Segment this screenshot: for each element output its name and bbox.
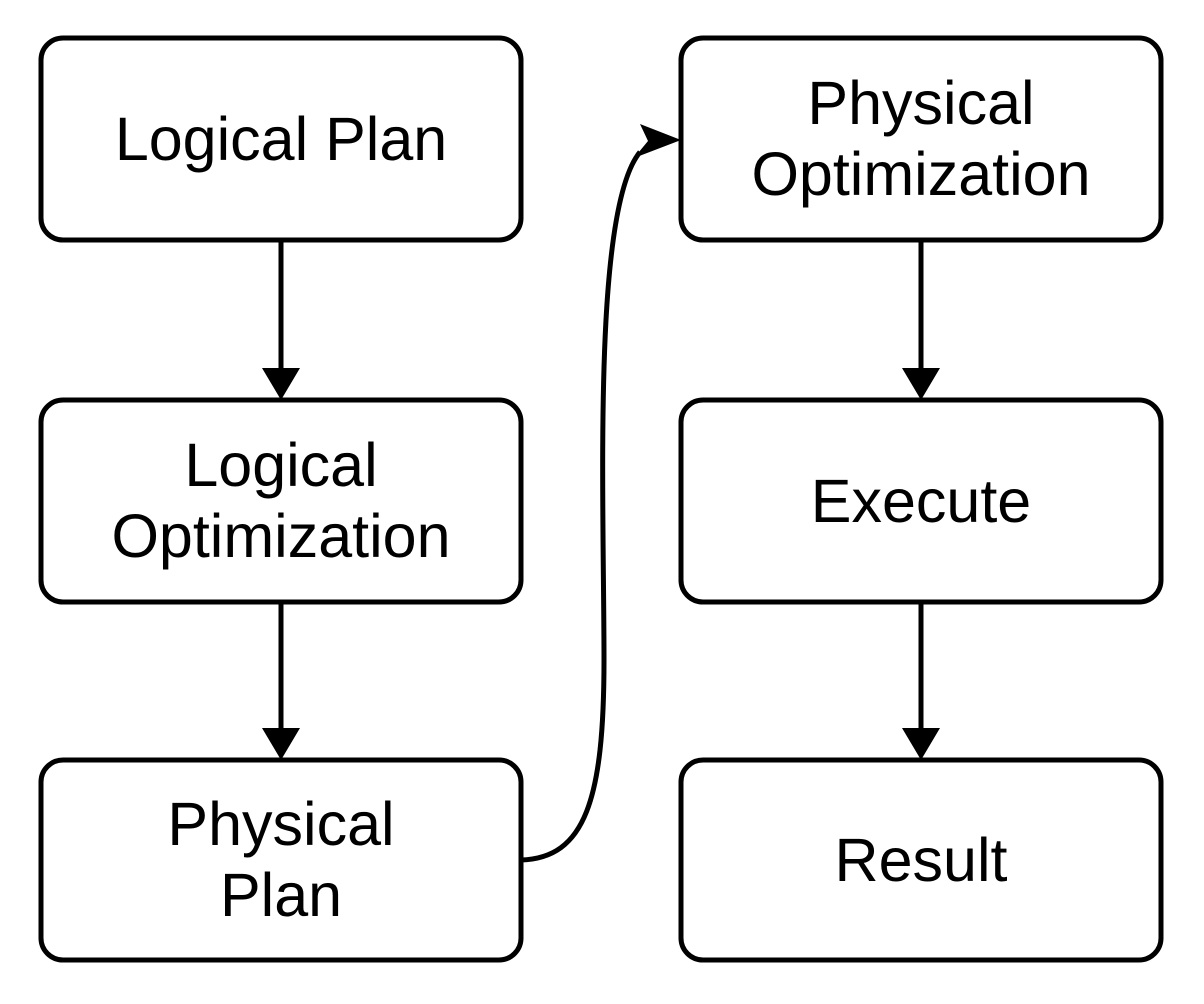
node-logical-optimization-shape[interactable] xyxy=(38,397,524,605)
edge-physical-optimization-to-execute xyxy=(902,240,940,400)
arrowhead-down-4 xyxy=(902,368,940,400)
edge-execute-to-result xyxy=(902,602,940,760)
arrowhead-down-5 xyxy=(902,728,940,760)
arrowhead-down-2 xyxy=(262,728,300,760)
arrowhead-right-3 xyxy=(634,124,681,158)
node-result-shape[interactable] xyxy=(678,757,1164,963)
edge-logical-plan-to-logical-optimization xyxy=(262,240,300,400)
node-physical-plan-shape[interactable] xyxy=(38,757,524,963)
node-logical-plan-shape[interactable] xyxy=(38,35,524,243)
node-execute-shape[interactable] xyxy=(678,397,1164,605)
arrowhead-down-1 xyxy=(262,368,300,400)
edge-curve-3 xyxy=(520,150,642,863)
node-physical-optimization-shape[interactable] xyxy=(678,35,1164,243)
edge-logical-optimization-to-physical-plan xyxy=(262,602,300,760)
edge-physical-plan-to-physical-optimization xyxy=(520,124,681,863)
